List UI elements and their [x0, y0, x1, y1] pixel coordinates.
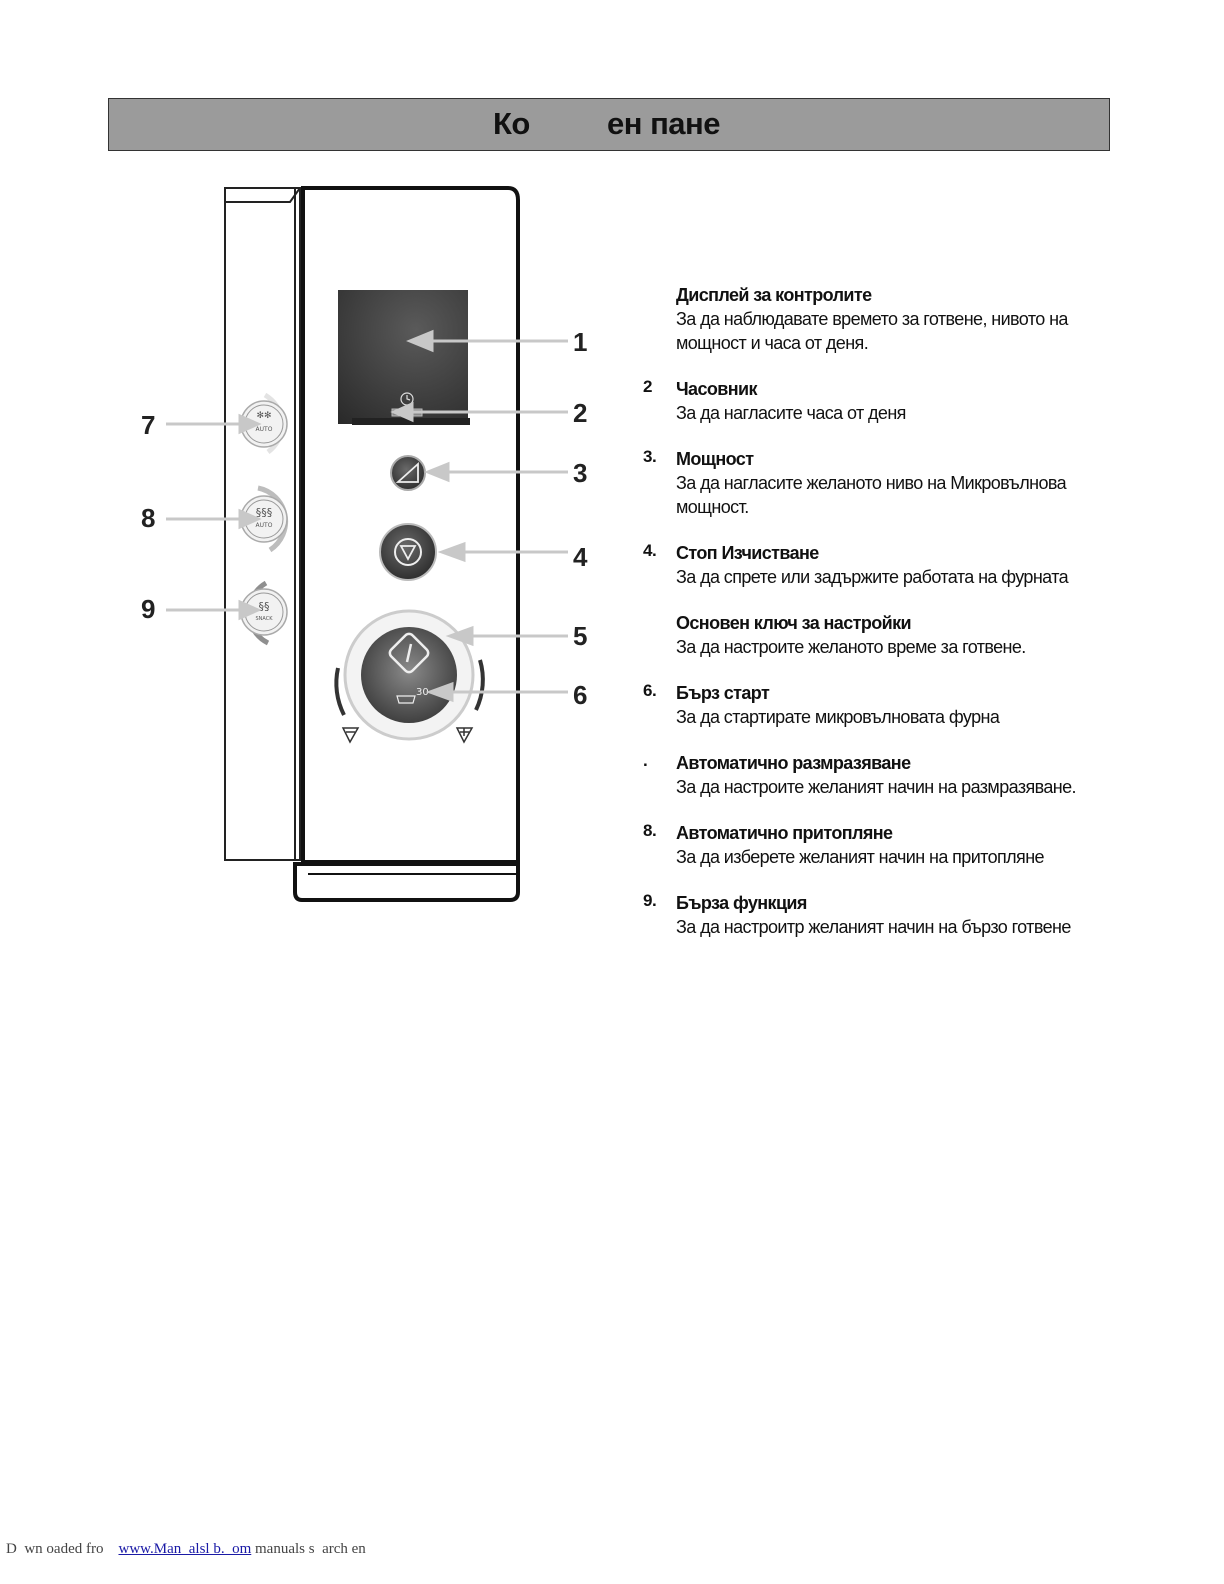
stop-icon: [399, 545, 417, 561]
snack-steam-icon: §§: [259, 600, 270, 613]
callout-3: 3: [573, 458, 587, 488]
callout-2: 2: [573, 398, 587, 428]
item-number: 9.: [643, 891, 657, 910]
callout-5: 5: [573, 621, 587, 651]
item-number: 4.: [643, 541, 657, 560]
door-edge: [224, 187, 302, 861]
callout-9: 9: [141, 594, 155, 624]
item-title: Часовник: [676, 379, 757, 399]
minus-button[interactable]: [341, 727, 360, 744]
item-display: Дисплей за контролите За да наблюдавате …: [640, 283, 1110, 355]
control-display: [338, 290, 470, 425]
item-description: За да стартирате микровълновата фурна: [676, 707, 1000, 727]
power-level-icon: [395, 461, 419, 483]
stop-clear-button[interactable]: [379, 523, 437, 581]
item-description: За да настроитр желаният начин на бързо …: [676, 917, 1071, 937]
callout-arrows: [166, 329, 568, 703]
reheat-auto-label: AUTO: [256, 522, 273, 529]
snack-label: SNACK: [255, 616, 273, 622]
item-stop-clear: 4. Стоп Изчистване За да спрете или задъ…: [640, 541, 1110, 589]
item-description: За да настроите желаното време за готвен…: [676, 637, 1026, 657]
item-description: За да спрете или задържите работата на ф…: [676, 567, 1069, 587]
item-number: .: [643, 751, 648, 770]
item-main-dial: Основен ключ за настройки За да настроит…: [640, 611, 1110, 659]
defrost-auto-label: AUTO: [256, 426, 273, 433]
item-clock: 2 Часовник За да нагласите часа от деня: [640, 377, 1110, 425]
item-description: За да настроите желаният начин на размра…: [676, 777, 1077, 797]
item-description: За да изберете желаният начин на притопл…: [676, 847, 1045, 867]
item-number: 3.: [643, 447, 657, 466]
page-title-part-1: Ко: [493, 106, 530, 141]
auto-defrost-button[interactable]: ✻✻ AUTO: [240, 392, 288, 455]
quick-start-button[interactable]: 30: [388, 632, 430, 704]
section-title-bar: Ко ен пане: [108, 98, 1110, 151]
item-auto-defrost: . Автоматично размразяване За да настрои…: [640, 751, 1110, 799]
callout-6: 6: [573, 680, 587, 710]
steam-icon: §§§: [256, 506, 273, 519]
callout-4: 4: [573, 542, 588, 572]
item-auto-reheat: 8. Автоматично притопляне За да изберете…: [640, 821, 1110, 869]
item-description: За да нагласите часа от деня: [676, 403, 906, 423]
callout-8: 8: [141, 503, 155, 533]
control-descriptions: Дисплей за контролите За да наблюдавате …: [640, 283, 1110, 961]
item-quick-start: 6. Бърз старт За да стартирате микровълн…: [640, 681, 1110, 729]
item-title: Бърза функция: [676, 893, 807, 913]
item-title: Мощност: [676, 449, 754, 469]
footer-link[interactable]: www.Man alsl b. om: [118, 1541, 252, 1557]
cup-icon: [396, 695, 416, 704]
control-panel-diagram: 30 ✻✻ AUTO §§§ AUTO: [130, 180, 610, 910]
item-description: За да наблюдавате времето за готвене, ни…: [676, 309, 1068, 353]
item-power: 3. Мощност За да нагласите желаното ниво…: [640, 447, 1110, 519]
callout-7: 7: [141, 410, 155, 440]
item-description: За да нагласите желаното ниво на Микровъ…: [676, 473, 1067, 517]
snowflake-icon: ✻✻: [256, 411, 271, 421]
power-button[interactable]: [390, 455, 426, 491]
item-title: Дисплей за контролите: [676, 285, 872, 305]
start-icon: [405, 643, 413, 663]
item-number: 8.: [643, 821, 657, 840]
item-number: 2: [643, 377, 652, 396]
item-number: 6.: [643, 681, 657, 700]
footer-suffix: manuals s arch en: [251, 1541, 366, 1557]
plus-button[interactable]: [455, 727, 474, 744]
main-dial[interactable]: [334, 609, 485, 741]
item-title: Стоп Изчистване: [676, 543, 819, 563]
item-title: Автоматично притопляне: [676, 823, 893, 843]
dial-30-label: 30: [416, 687, 429, 698]
download-footer: D wn oaded fro www.Man alsl b. om manual…: [6, 1541, 366, 1558]
page-title-part-2: ен пане: [607, 106, 721, 141]
control-panel-illustration: 30 ✻✻ AUTO §§§ AUTO: [141, 186, 588, 902]
item-title: Автоматично размразяване: [676, 753, 911, 773]
item-title: Бърз старт: [676, 683, 770, 703]
item-title: Основен ключ за настройки: [676, 613, 912, 633]
footer-prefix: D wn oaded fro: [6, 1541, 104, 1557]
item-quick-function: 9. Бърза функция За да настроитр желания…: [640, 891, 1110, 939]
callout-1: 1: [573, 327, 587, 357]
